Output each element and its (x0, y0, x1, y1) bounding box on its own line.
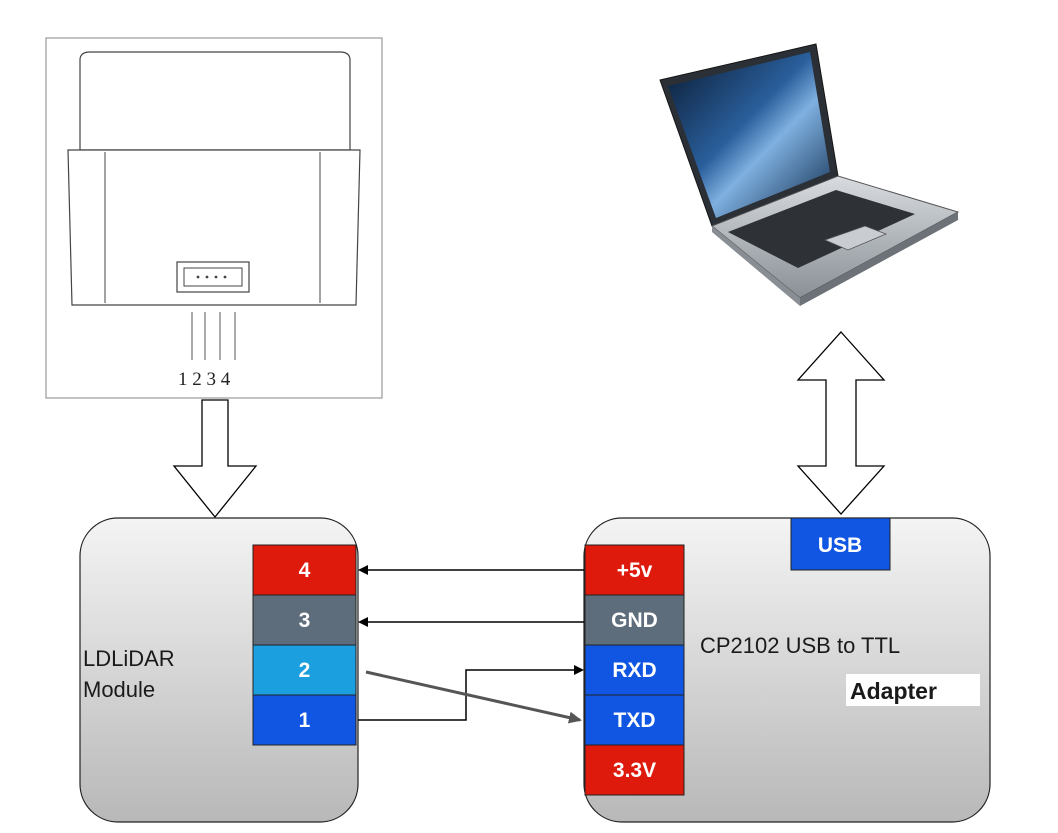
lidar-pin-label-0: 4 (299, 559, 311, 582)
adapter-title: CP2102 USB to TTL (700, 633, 900, 658)
lidar-pin-label-2: 2 (299, 659, 311, 682)
laptop-icon (659, 43, 960, 306)
adapter-subtitle: Adapter (850, 678, 937, 704)
wires (358, 565, 584, 724)
wire-pin2-to-txd (365, 670, 582, 724)
usb-bidirectional-arrow-icon (796, 331, 886, 515)
adapter-pin-box-0 (584, 544, 685, 596)
lidar-illustration: 1 2 3 4 (45, 37, 383, 399)
lidar-pin-label-1: 3 (299, 609, 311, 632)
adapter-pin-box-3 (584, 694, 685, 746)
adapter-pin-label-1: GND (611, 609, 658, 632)
cp2102-adapter-box (583, 517, 991, 823)
lidar-pin-label-3: 1 (299, 709, 311, 732)
adapter-pin-box-4 (584, 744, 685, 796)
adapter-pin-label-4: 3.3V (613, 759, 656, 782)
lidar-module-label-line1: LDLiDAR (83, 646, 175, 671)
adapter-pin-box-2 (584, 644, 685, 696)
adapter-pin-label-3: TXD (614, 709, 656, 732)
adapter-pin-label-2: RXD (612, 659, 656, 682)
adapter-pin-label-0: +5v (617, 559, 653, 582)
usb-port-label (790, 517, 891, 571)
lidar-pin-box-3 (252, 694, 357, 746)
lidar-pin-group: 4 3 2 1 (252, 544, 357, 746)
down-arrow-icon (172, 399, 258, 519)
adapter-pin-box-1 (584, 594, 685, 646)
lidar-pin-numbers: 1 2 3 4 (178, 369, 231, 390)
adapter-subtitle-bg (846, 674, 980, 706)
usb-label-text: USB (818, 534, 862, 557)
lidar-module-label-line2: Module (83, 677, 155, 702)
